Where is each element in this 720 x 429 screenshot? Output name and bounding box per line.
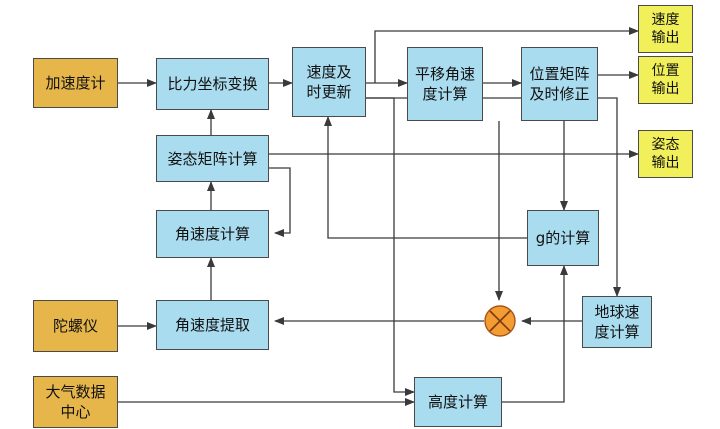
velocity-update-block: 速度及 时更新 (292, 47, 366, 117)
gyroscope-block: 陀螺仪 (33, 300, 118, 352)
air-data-center-block: 大气数据 中心 (33, 376, 118, 428)
translational-rate-block: 平移角速 度计算 (407, 47, 483, 121)
accelerometer-block: 加速度计 (33, 58, 118, 108)
frame-transform-block: 比力坐标变换 (156, 58, 269, 110)
attitude-matrix-block: 姿态矩阵计算 (156, 135, 269, 182)
altitude-calc-block: 高度计算 (414, 377, 502, 427)
gravity-calc-block: g的计算 (527, 210, 599, 266)
attitude-output-block: 姿态 输出 (638, 130, 693, 178)
position-matrix-block: 位置矩阵 及时修正 (521, 47, 598, 121)
angular-rate-extract-block: 角速度提取 (156, 300, 269, 350)
position-output-block: 位置 输出 (638, 56, 693, 104)
velocity-output-block: 速度 输出 (638, 5, 693, 53)
angular-rate-calc-block: 角速度计算 (156, 210, 269, 258)
summing-junction-icon (484, 305, 516, 337)
earth-rate-calc-block: 地球速 度计算 (582, 296, 652, 348)
